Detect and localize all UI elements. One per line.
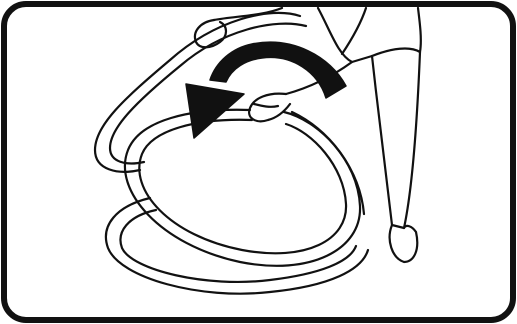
instruction-panel xyxy=(0,0,517,324)
folding-step-illustration xyxy=(0,0,517,324)
